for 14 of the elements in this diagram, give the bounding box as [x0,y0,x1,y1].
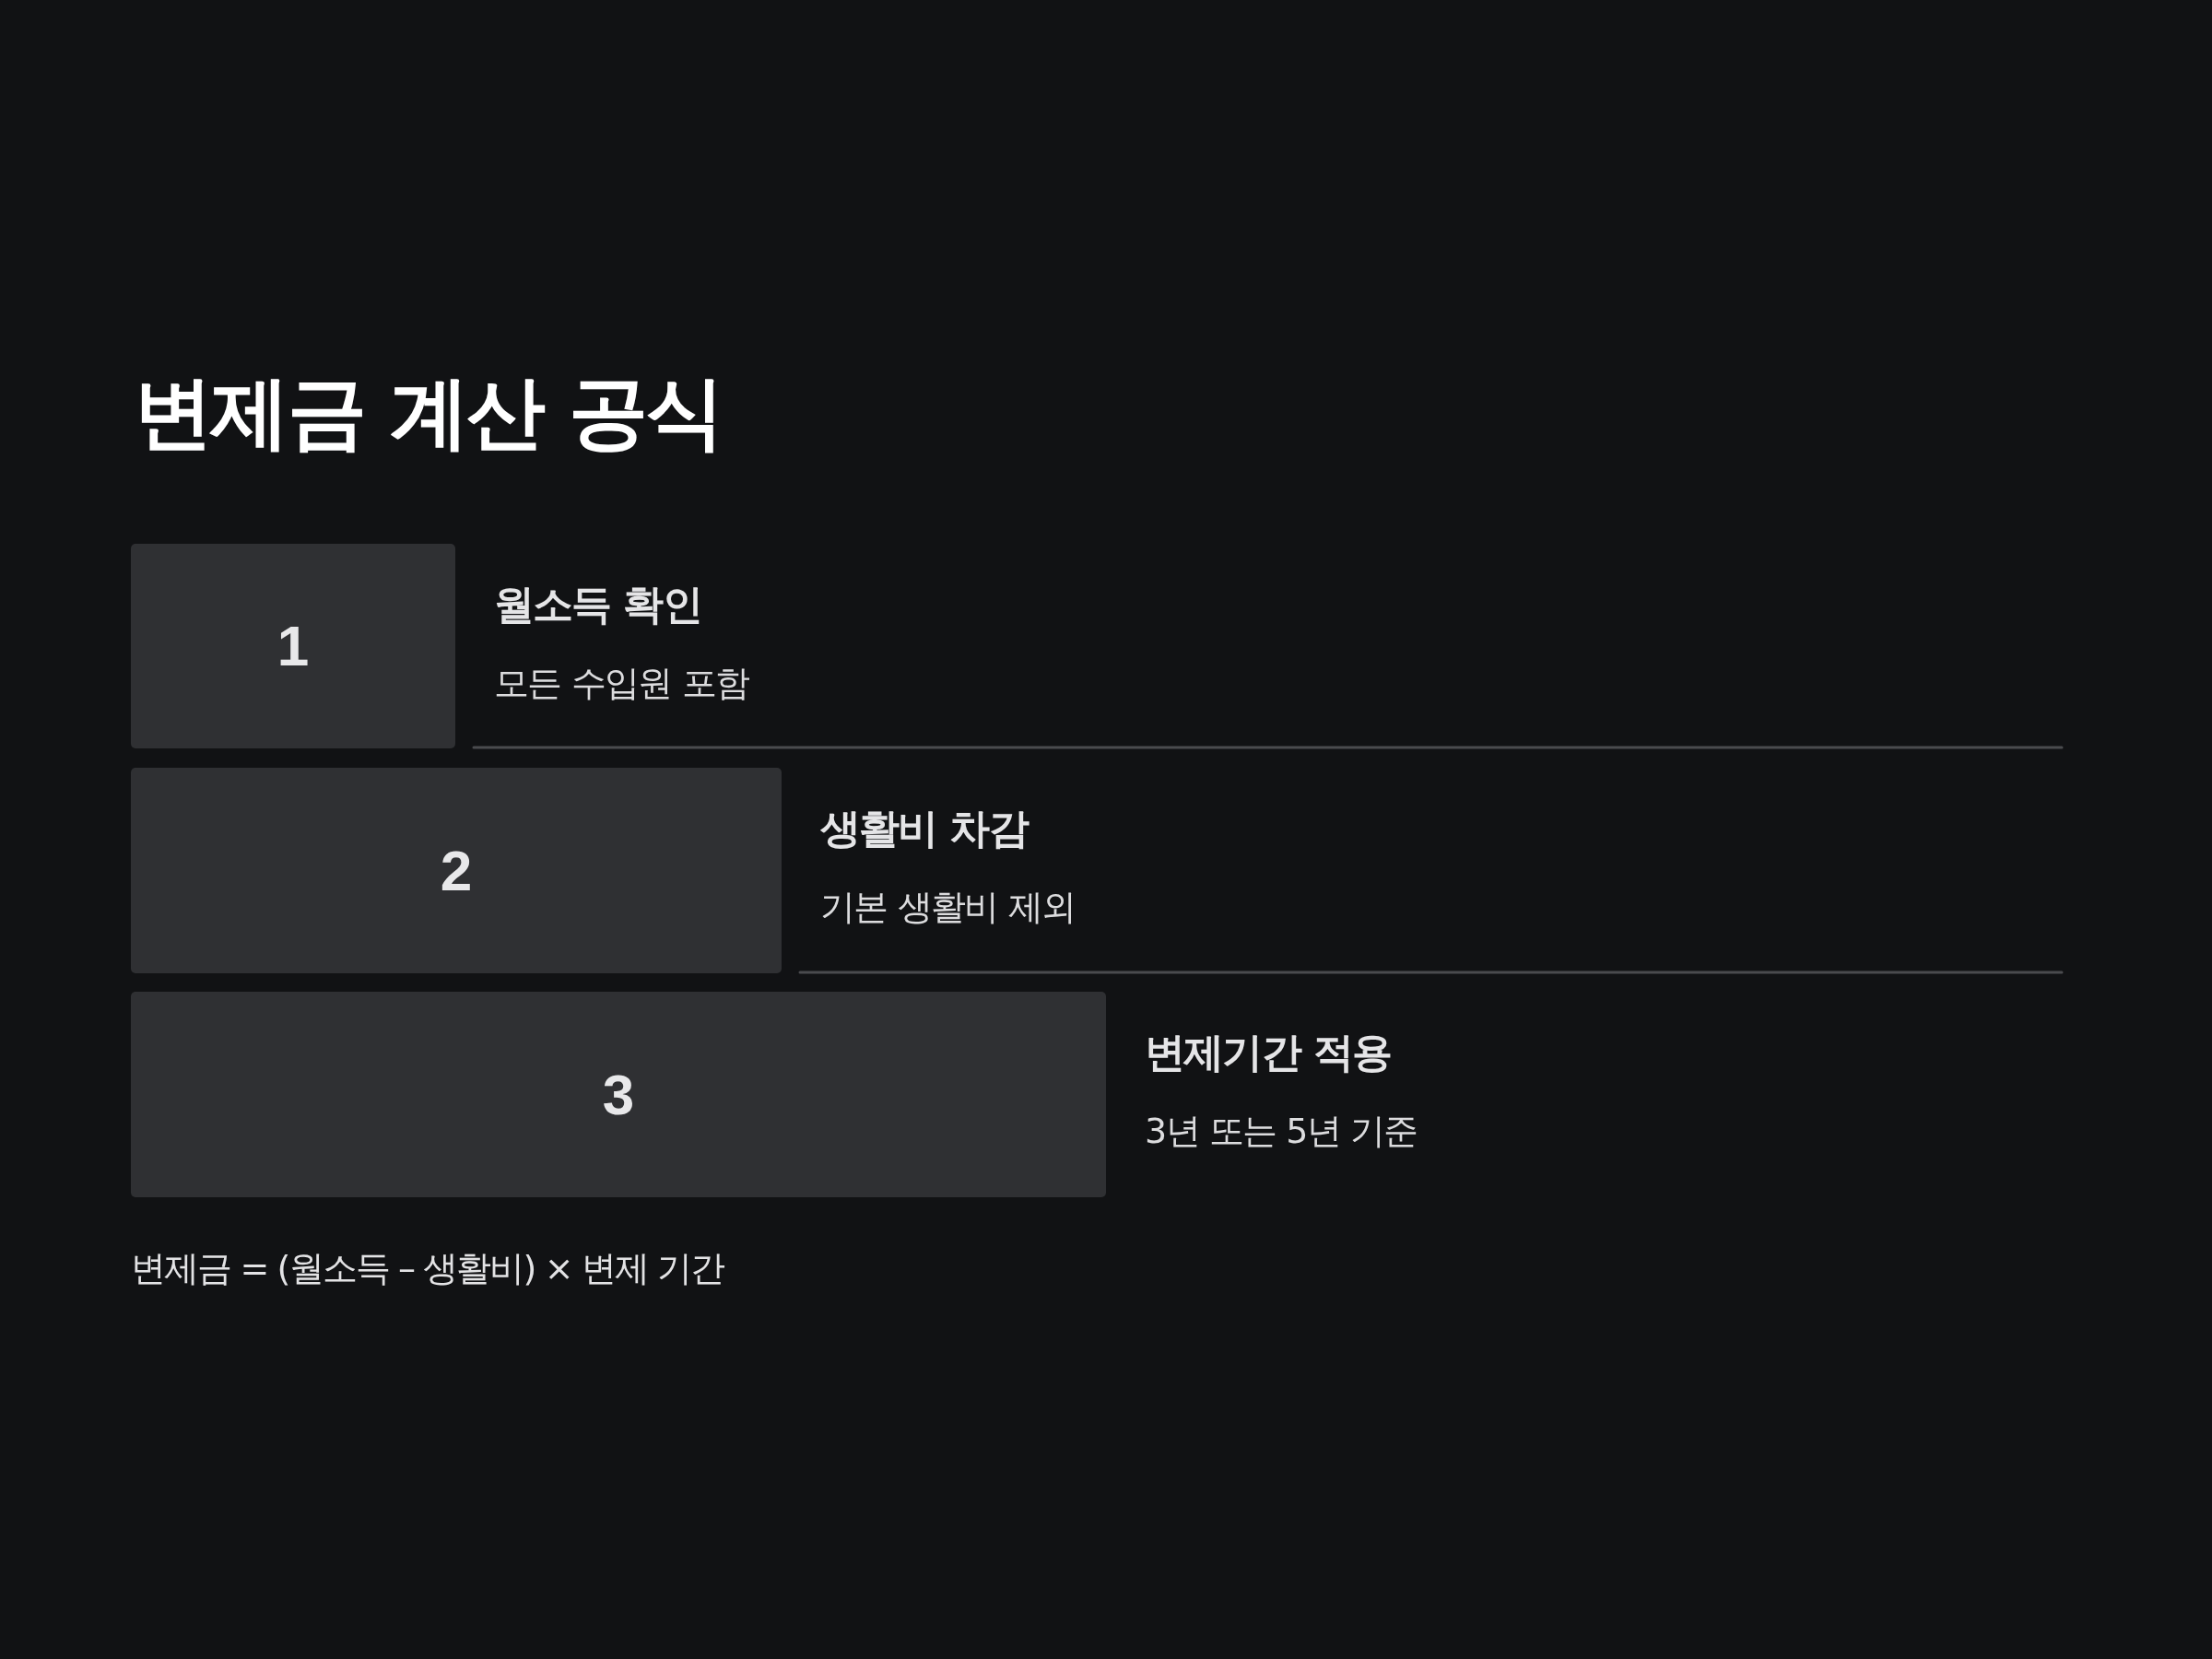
step-description: 기본 생활비 제외 [820,886,1076,929]
step-heading: 생활비 차감 [820,804,1028,853]
step-number: 3 [602,1065,635,1124]
step-number: 2 [440,841,473,900]
step-box [131,544,455,748]
step-heading: 월소득 확인 [494,580,701,629]
formula-text: 변제금 = (월소득 – 생활비) × 변제 기간 [131,1247,724,1290]
step-number: 1 [276,618,310,675]
step-description: 3년 또는 5년 기준 [1145,1110,1418,1153]
step-description: 모든 수입원 포함 [494,662,749,705]
step-box [131,768,782,973]
step-heading: 변제기간 적용 [1145,1028,1391,1077]
page-title: 변제금 계산 공식 [134,365,723,460]
step-box [131,992,1106,1197]
